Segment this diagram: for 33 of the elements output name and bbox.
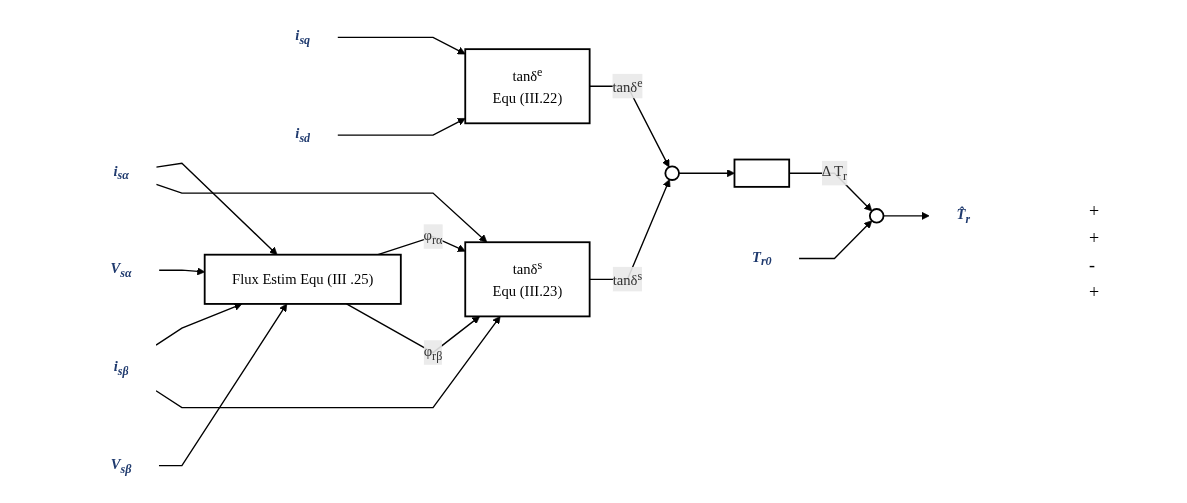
arrow (158, 303, 288, 467)
arrow (337, 36, 466, 55)
node-text: i$_{sq}$ (295, 27, 311, 48)
node-circle (869, 208, 885, 224)
arrow (678, 169, 735, 178)
sign-label: + (1089, 200, 1101, 222)
sign-label: + (1089, 227, 1101, 249)
node-text: i$_{sα}$ (113, 162, 130, 183)
node-text: V$_{sβ}$ (110, 455, 132, 476)
arrow (155, 183, 488, 243)
node-box (733, 158, 791, 188)
arrow (155, 162, 278, 256)
edge-label: tanδ$^{e}$ (612, 75, 643, 96)
node-box: tanδ$^{s}$ Equ (III.23) (464, 241, 591, 318)
node-text: T̂$_{r}$ (956, 206, 971, 226)
node-text: V$_{sα}$ (110, 260, 132, 280)
sign-label: - (1089, 254, 1096, 276)
arrow (883, 211, 930, 220)
node-text: T$_{r0}$ (752, 248, 772, 269)
edge-label: Δ T$_{r}$ (822, 163, 848, 183)
arrow (155, 316, 501, 409)
arrow (155, 302, 243, 346)
edge-label: φ$_{rβ}$ (423, 342, 443, 363)
node-box: tanδ$^{e}$ Equ (III.22) (464, 48, 591, 125)
node-text: i$_{sβ}$ (113, 358, 129, 378)
edge-label: tanδ$^{s}$ (612, 268, 643, 289)
node-circle (664, 165, 681, 181)
sign-label: + (1089, 281, 1101, 303)
arrow (798, 220, 873, 260)
node-box: Flux Estim Equ (III .25) (203, 253, 402, 305)
node-text: i$_{sd}$ (295, 125, 311, 145)
edge-label: φ$_{rα}$ (423, 226, 443, 247)
arrow (337, 118, 466, 136)
